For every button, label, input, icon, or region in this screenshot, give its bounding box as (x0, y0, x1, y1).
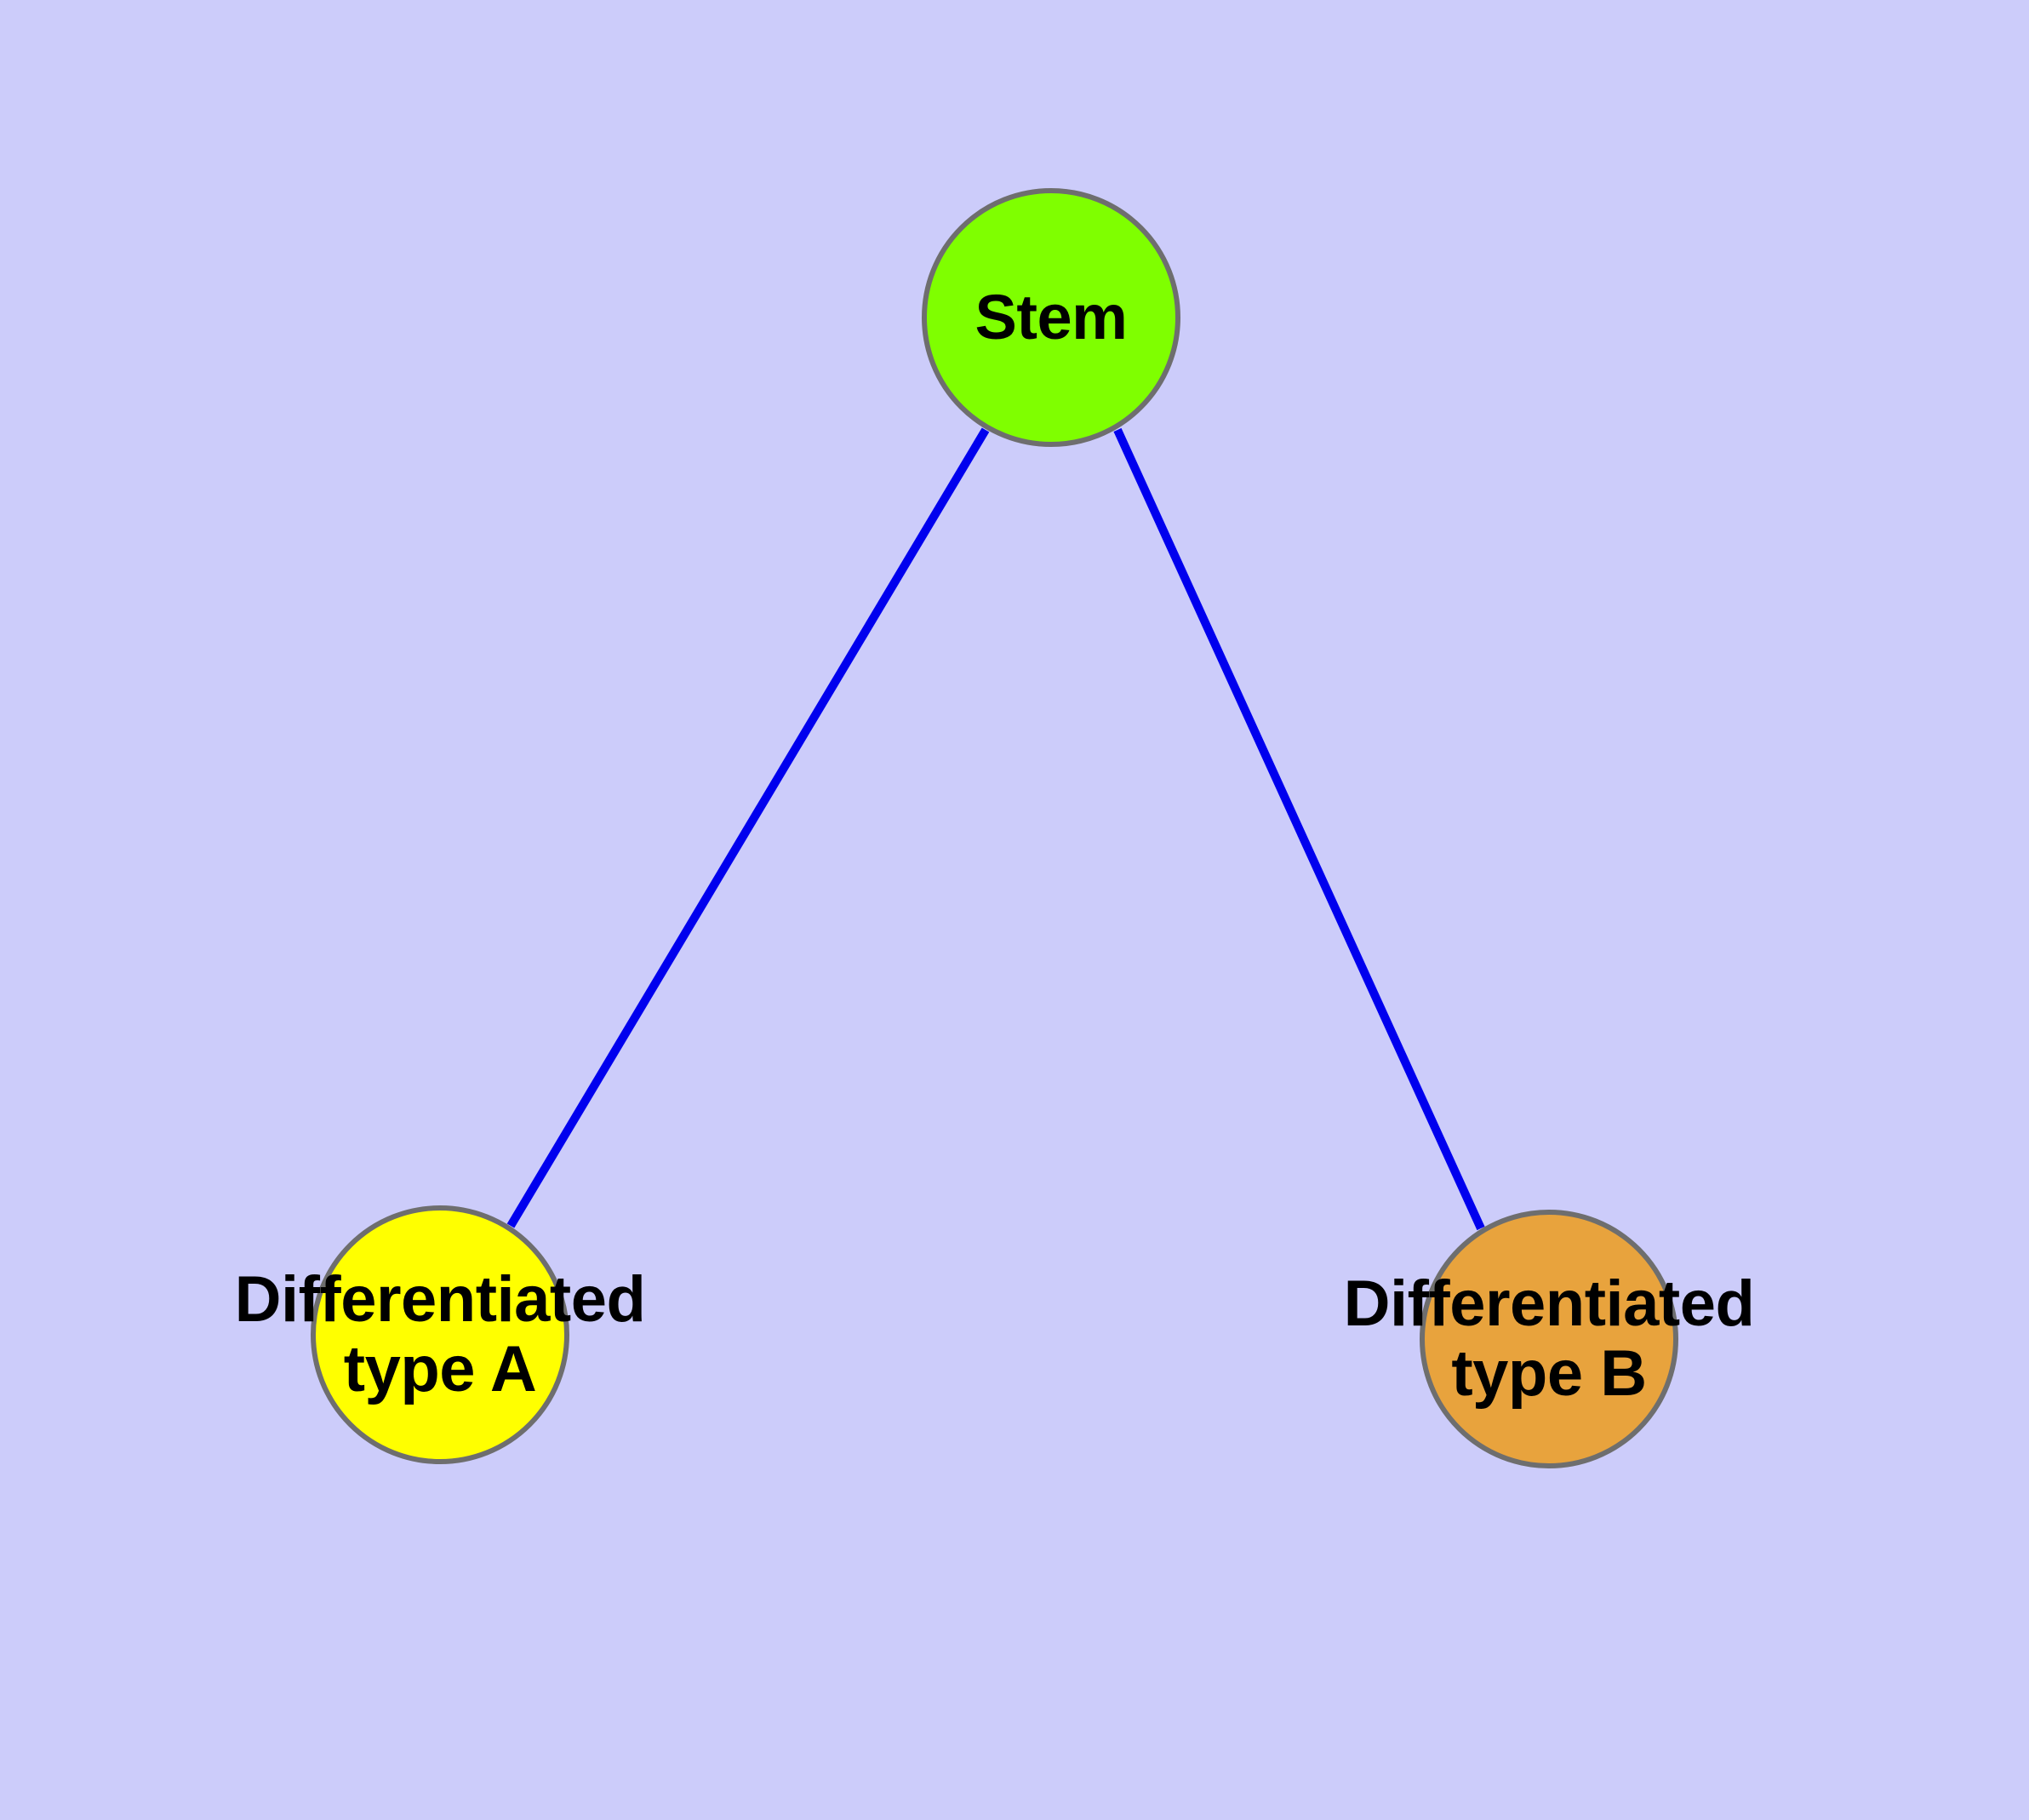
node-differentiated-type-b[interactable] (1420, 1210, 1678, 1468)
node-differentiated-type-a[interactable] (311, 1205, 569, 1464)
edge-stem-diff-a (506, 427, 990, 1228)
edge-stem-diff-b (1113, 427, 1485, 1231)
node-stem[interactable] (922, 188, 1180, 447)
